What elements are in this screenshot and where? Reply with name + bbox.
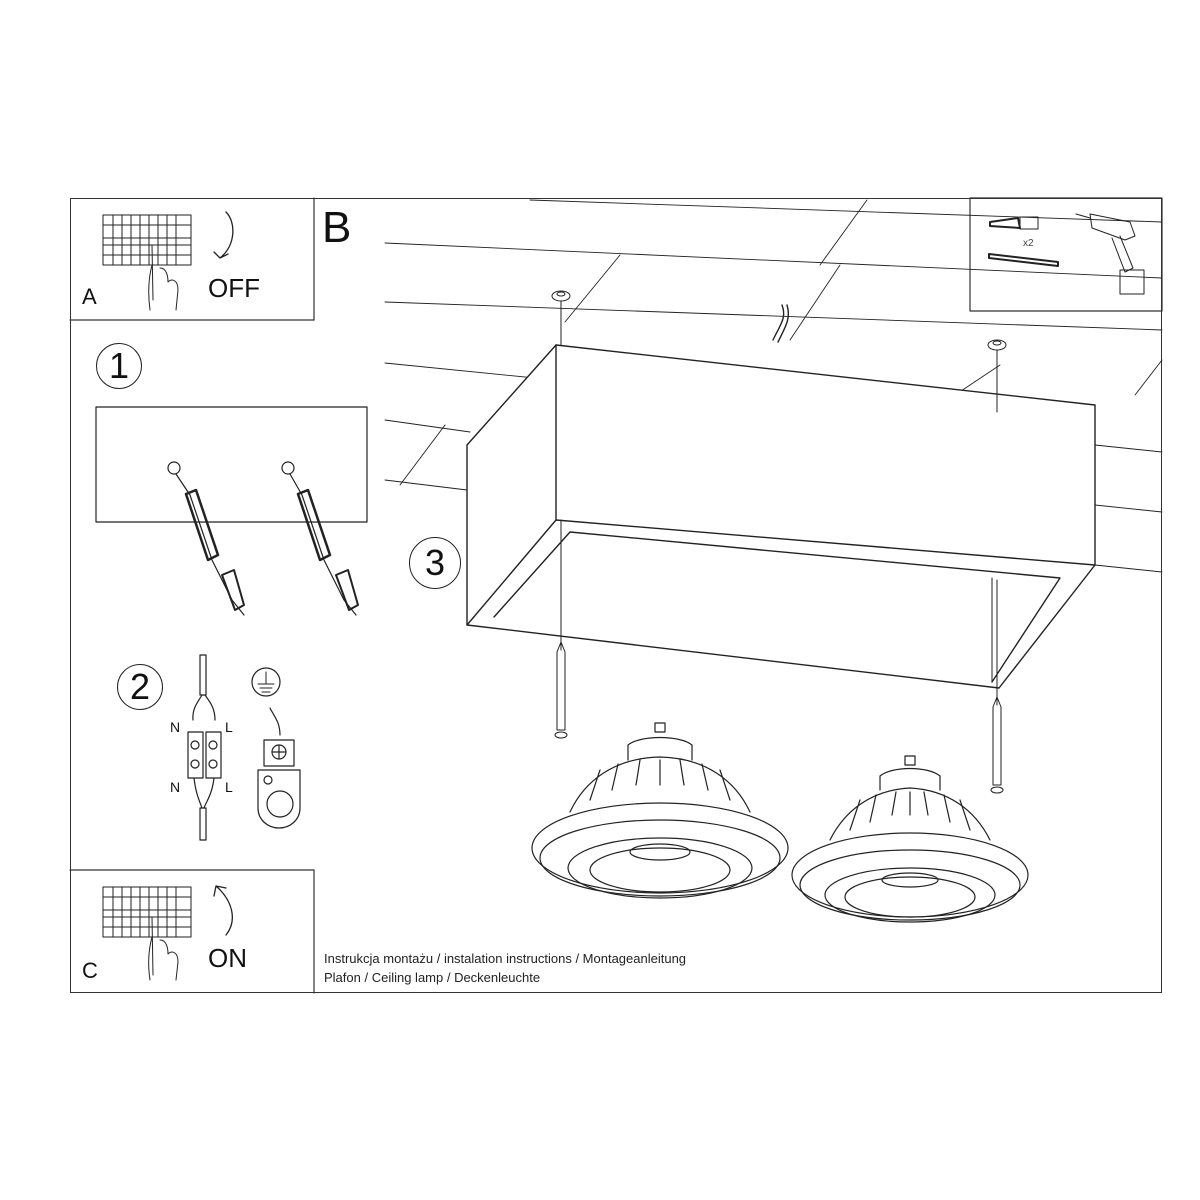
live-top-label: L <box>225 719 233 735</box>
tools-panel <box>988 213 1145 295</box>
step-3-badge: 3 <box>409 537 461 589</box>
breaker-panel-on-icon <box>102 885 233 981</box>
wall-plug-icon <box>989 216 1039 230</box>
screws <box>551 290 1007 794</box>
step-1-number: 1 <box>108 345 130 386</box>
drill-icon <box>1075 213 1145 295</box>
tools-quantity-label: x2 <box>1023 238 1034 249</box>
screw-icon <box>988 253 1059 267</box>
caption-product: Plafon / Ceiling lamp / Deckenleuchte <box>324 970 541 985</box>
ar111-bulb-right <box>791 755 1029 923</box>
breaker-panel-off-icon <box>102 211 234 311</box>
neutral-top-label: N <box>170 719 181 735</box>
panel-borders <box>69 197 1163 994</box>
step-2-number: 2 <box>129 666 151 707</box>
ceiling-lamp-box <box>466 304 1096 689</box>
step-1-badge: 1 <box>96 343 142 389</box>
ar111-bulb-left <box>531 722 789 899</box>
off-label: OFF <box>208 273 260 303</box>
on-label: ON <box>208 943 247 973</box>
panel-b-letter: B <box>322 203 352 252</box>
neutral-bottom-label: N <box>170 779 181 795</box>
live-bottom-label: L <box>225 779 233 795</box>
step-3-number: 3 <box>424 542 446 583</box>
panel-a-letter: A <box>82 284 97 309</box>
panel-c-letter: C <box>82 958 98 983</box>
step2-wiring-illustration <box>187 654 301 841</box>
step-2-badge: 2 <box>117 664 163 710</box>
step1-wall-drilling-illustration <box>95 406 368 616</box>
caption-instructions: Instrukcja montażu / instalation instruc… <box>324 951 687 966</box>
instruction-sheet-frame <box>70 198 1162 993</box>
ceiling-tiles <box>384 199 1163 573</box>
